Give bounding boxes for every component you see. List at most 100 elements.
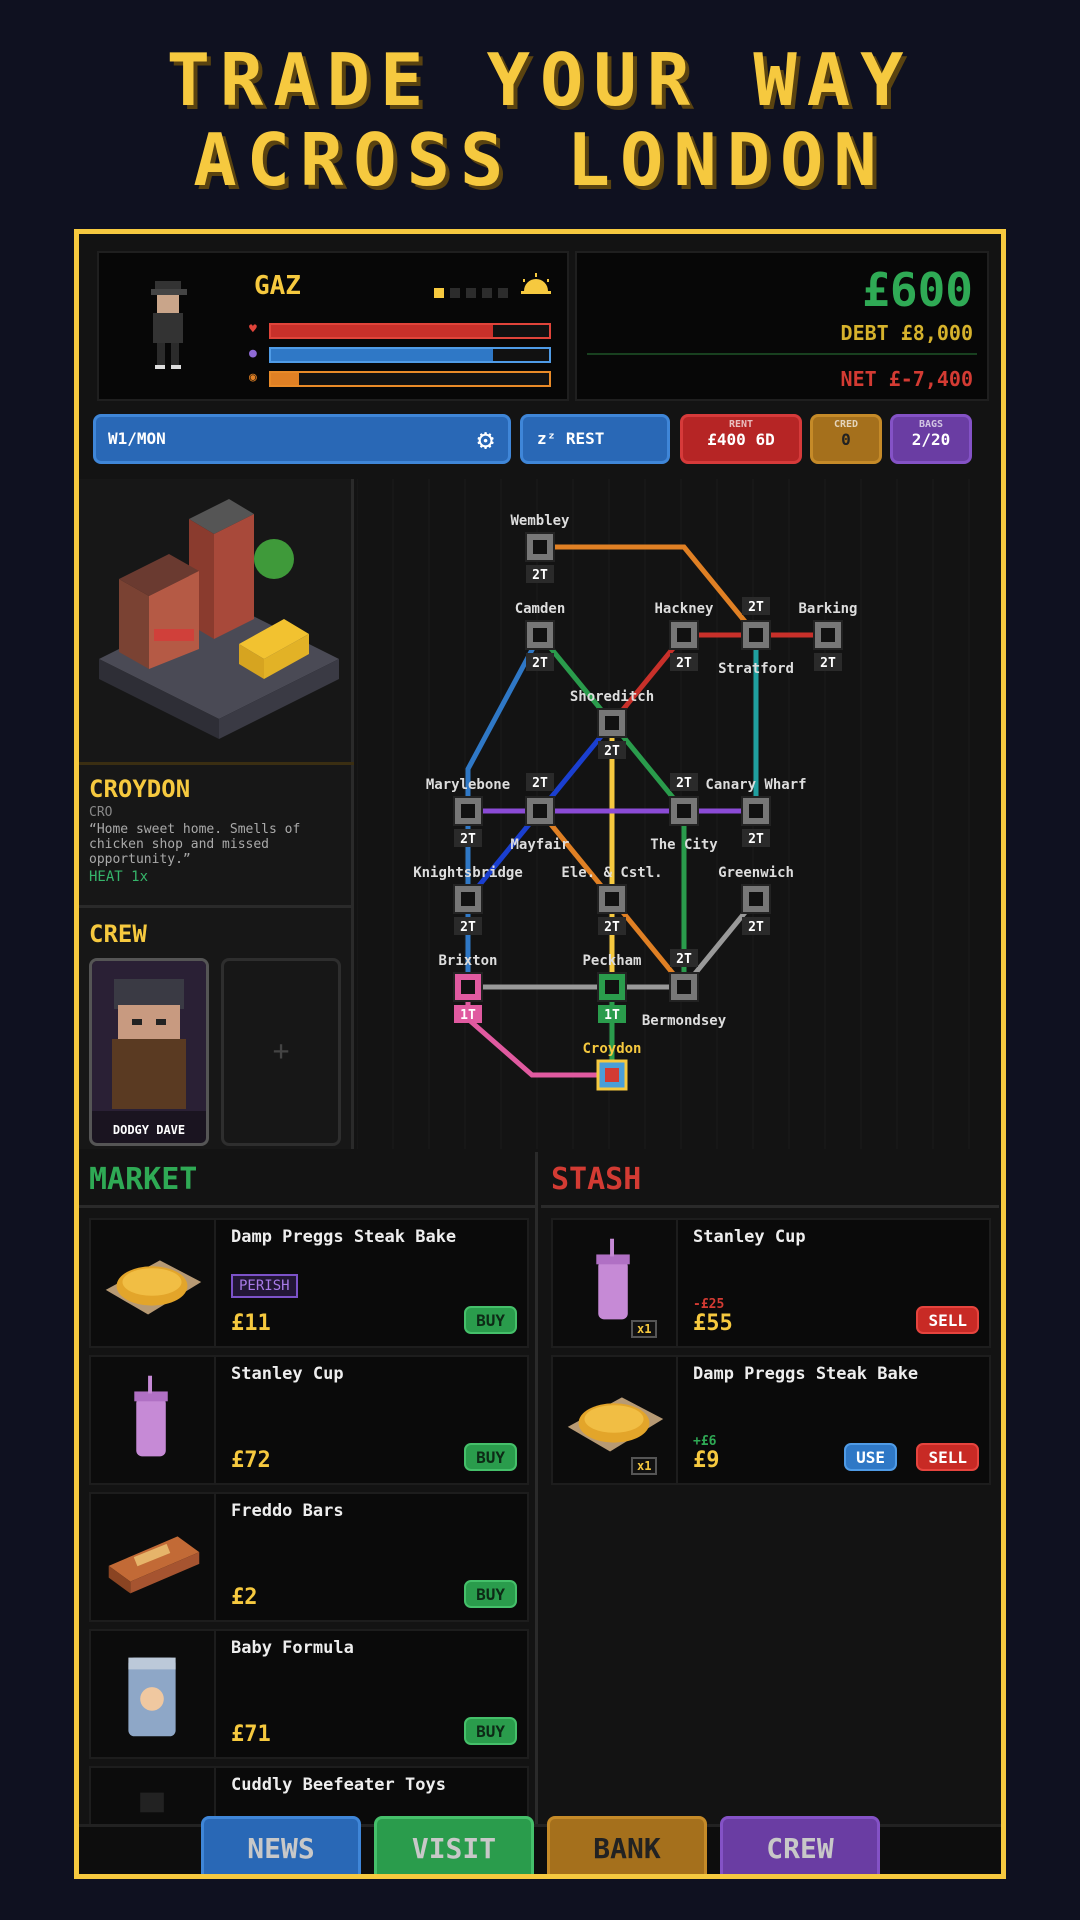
market-list: Damp Preggs Steak Bake PERISH £11 BUY St…	[79, 1208, 538, 1874]
rest-button[interactable]: zᶻ REST	[520, 414, 670, 464]
station-hackney[interactable]: Hackney 2T	[654, 601, 714, 671]
bags-value: 2/20	[911, 430, 951, 449]
travel-cost: 2T	[676, 952, 692, 967]
station-knightsbridge[interactable]: Knightsbridge 2T	[413, 865, 523, 935]
visit-button[interactable]: VISIT	[374, 1816, 534, 1874]
location-name: CROYDON	[89, 775, 191, 803]
location-description: “Home sweet home. Smells of chicken shop…	[89, 822, 301, 867]
rest-label: REST	[565, 429, 605, 448]
travel-cost: 2T	[604, 920, 620, 935]
travel-cost: 2T	[532, 776, 548, 791]
station-label: Camden	[515, 601, 566, 617]
station-label: Peckham	[582, 953, 641, 969]
freddo-bar-icon	[91, 1494, 216, 1620]
item-price: £72	[231, 1448, 271, 1473]
item-name: Stanley Cup	[231, 1364, 344, 1384]
travel-cost: 2T	[460, 920, 476, 935]
crew-portrait	[92, 961, 206, 1111]
market-item[interactable]: Stanley Cup £72 BUY	[89, 1355, 529, 1485]
market-item[interactable]: Freddo Bars £2 BUY	[89, 1492, 529, 1622]
station-label: Hackney	[654, 601, 714, 617]
news-button[interactable]: NEWS	[201, 1816, 361, 1874]
travel-cost: 1T	[460, 1008, 476, 1023]
stash-item[interactable]: x1 Stanley Cup -£25 £55 SELL	[551, 1218, 991, 1348]
rent-label: RENT	[728, 419, 754, 430]
eye-icon: ◉	[249, 370, 257, 385]
heart-icon: ♥	[249, 322, 257, 337]
item-price: £9	[693, 1448, 720, 1473]
travel-cost: 2T	[532, 656, 548, 671]
station-brixton[interactable]: Brixton 1T	[438, 953, 498, 1023]
tube-map[interactable]: Wembley2TCamden2THackney2TBarking2TStrat…	[357, 479, 999, 1149]
player-name: GAZ	[254, 271, 301, 301]
heat-stat: ◉	[249, 369, 551, 389]
location-heat: HEAT 1x	[89, 869, 149, 885]
stanley-cup-icon	[553, 1220, 678, 1346]
add-crew-slot[interactable]: +	[221, 958, 341, 1146]
stash-item[interactable]: x1 Damp Preggs Steak Bake +£6 £9 USE SEL…	[551, 1355, 991, 1485]
item-price: £55	[693, 1311, 733, 1336]
bags-badge[interactable]: BAGS 2/20	[890, 414, 972, 464]
divider	[587, 353, 977, 355]
cred-badge[interactable]: CRED 0	[810, 414, 882, 464]
location-illustration	[99, 499, 339, 739]
sell-button[interactable]: SELL	[916, 1443, 979, 1471]
headline-line-1: TRADE YOUR WAY	[166, 38, 914, 122]
item-price: £11	[231, 1311, 271, 1336]
station-label: Knightsbridge	[413, 865, 523, 881]
station-ele-cstl-[interactable]: Ele. & Cstl.2T	[561, 865, 663, 935]
gear-icon[interactable]: ⚙	[477, 423, 494, 456]
station-croydon[interactable]: Croydon	[582, 1041, 642, 1091]
item-name: Stanley Cup	[693, 1227, 806, 1247]
item-price: £2	[231, 1585, 258, 1610]
buy-button[interactable]: BUY	[464, 1580, 517, 1608]
location-code: CRO	[89, 805, 113, 820]
travel-cost: 2T	[676, 656, 692, 671]
travel-cost: 2T	[748, 920, 764, 935]
tube-line	[465, 987, 612, 1078]
market-item[interactable]: Baby Formula £71 BUY	[89, 1629, 529, 1759]
use-button[interactable]: USE	[844, 1443, 897, 1471]
cash-amount: £600	[862, 263, 973, 317]
health-stat: ♥	[249, 321, 551, 341]
bank-button[interactable]: BANK	[547, 1816, 707, 1874]
baby-formula-icon	[91, 1631, 216, 1757]
buy-button[interactable]: BUY	[464, 1443, 517, 1471]
mind-bar	[269, 347, 551, 363]
bags-label: BAGS	[918, 419, 944, 430]
buy-button[interactable]: BUY	[464, 1306, 517, 1334]
travel-cost: 2T	[748, 600, 764, 615]
cred-label: CRED	[833, 419, 859, 430]
location-sidebar: CROYDON CRO “Home sweet home. Smells of …	[79, 479, 354, 1149]
rent-badge[interactable]: RENT £400 6D	[680, 414, 802, 464]
crew-button[interactable]: CREW	[720, 1816, 880, 1874]
station-label: Brixton	[438, 953, 497, 969]
station-camden[interactable]: Camden 2T	[515, 601, 566, 671]
date-bar[interactable]: W1/MON ⚙	[93, 414, 511, 464]
item-name: Damp Preggs Steak Bake	[231, 1227, 457, 1247]
market-item[interactable]: Damp Preggs Steak Bake PERISH £11 BUY	[89, 1218, 529, 1348]
headline-line-2: ACROSS LONDON	[193, 118, 887, 202]
sleep-icon: zᶻ	[537, 429, 557, 448]
brain-icon: ●	[249, 346, 257, 361]
crew-member-card[interactable]: DODGY DAVE	[89, 958, 209, 1146]
health-bar	[269, 323, 551, 339]
item-name: Damp Preggs Steak Bake	[693, 1364, 919, 1384]
station-label: Wembley	[510, 513, 570, 529]
sell-button[interactable]: SELL	[916, 1306, 979, 1334]
item-price: £71	[231, 1722, 271, 1747]
buy-button[interactable]: BUY	[464, 1717, 517, 1745]
price-delta: +£6	[693, 1434, 717, 1449]
station-label: Croydon	[582, 1041, 641, 1057]
